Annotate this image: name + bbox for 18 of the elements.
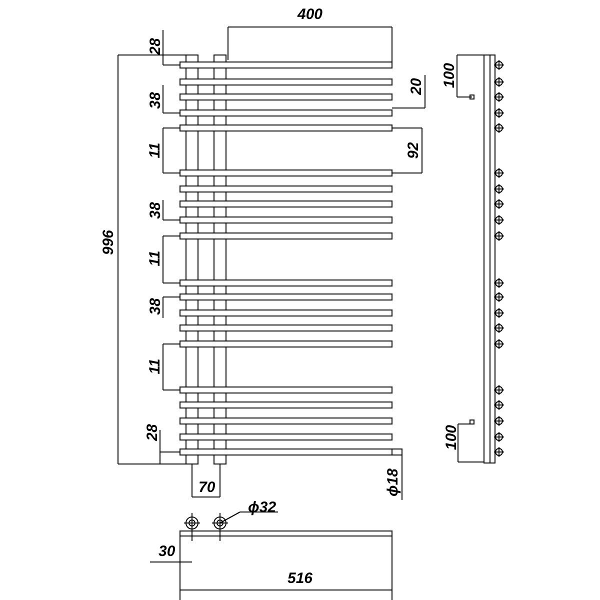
dimension-label: 516	[288, 570, 313, 586]
dimension-label: 11	[147, 142, 162, 158]
dimension-label: 400	[298, 6, 323, 22]
dimension-label: 28	[147, 38, 162, 54]
dimension-label: 28	[144, 424, 160, 440]
dimension-label: ϕ18	[386, 468, 401, 496]
dimension-label: 100	[444, 424, 459, 450]
dimension-label: 38	[147, 202, 162, 218]
dimension-label: 11	[147, 358, 162, 374]
dimension-label: 100	[442, 62, 457, 88]
dimension-label: 30	[158, 544, 176, 558]
dimension-label: 92	[405, 142, 420, 158]
dimension-label: 11	[147, 250, 162, 266]
dimension-label: 996	[100, 229, 116, 255]
dimension-label: 38	[147, 298, 162, 314]
dimension-label: 20	[408, 78, 424, 94]
dimension-label: 70	[198, 480, 216, 494]
dimension-label: 38	[147, 92, 162, 108]
